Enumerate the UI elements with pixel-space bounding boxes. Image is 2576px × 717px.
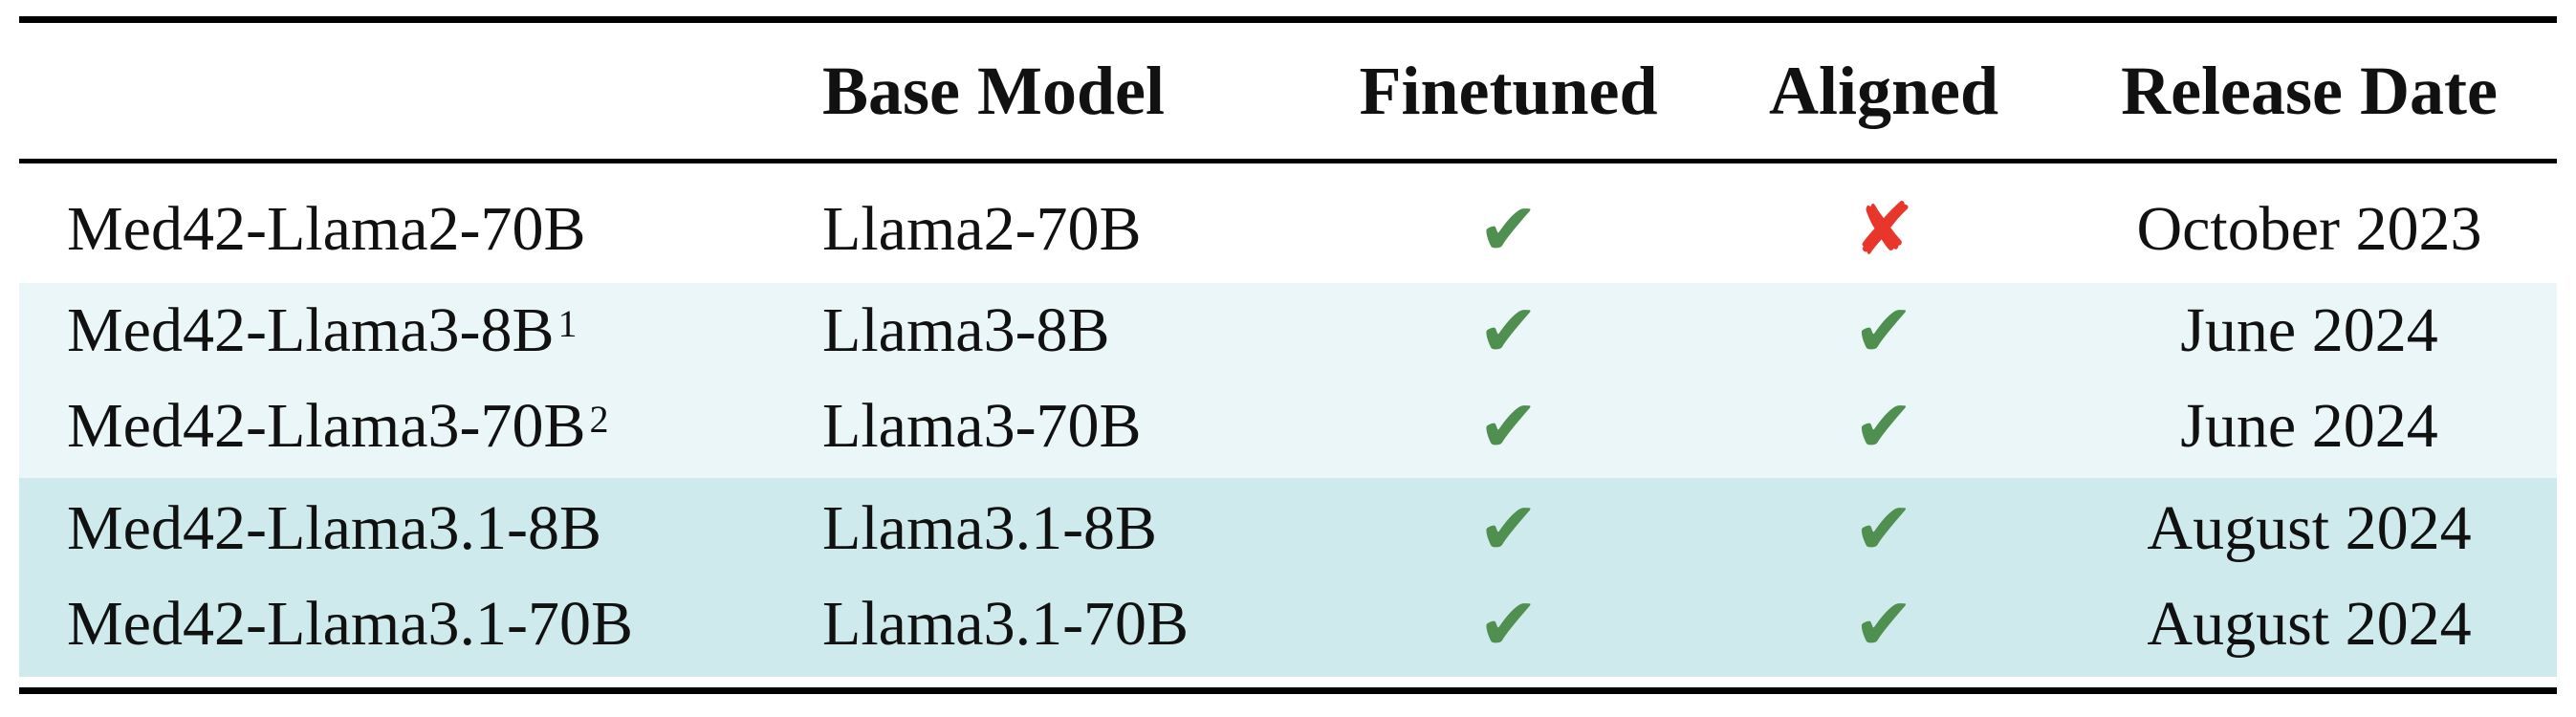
- footnote-marker: 1: [557, 301, 578, 345]
- finetuned-status: ✔: [1339, 182, 1678, 277]
- base-model: Llama2-70B: [822, 194, 1142, 264]
- aligned-status: ✔: [1750, 576, 2018, 672]
- header-release-date: Release Date: [2121, 52, 2498, 129]
- table-row: Med42-Llama2-70B Llama2-70B ✔ ✘ October …: [0, 182, 2576, 277]
- cross-icon: ✘: [1853, 186, 1914, 272]
- table-header: Base Model Finetuned Aligned Release Dat…: [0, 38, 2576, 143]
- release-date: August 2024: [2147, 589, 2472, 659]
- model-name: Med42-Llama3.1-8B: [67, 493, 602, 563]
- release-date: June 2024: [2180, 391, 2438, 461]
- header-rule: [19, 159, 2557, 163]
- check-icon: ✔: [1853, 288, 1914, 373]
- header-aligned: Aligned: [1768, 52, 1999, 129]
- check-icon: ✔: [1477, 288, 1539, 373]
- footnote-marker: 2: [589, 397, 609, 441]
- check-icon: ✔: [1853, 383, 1914, 468]
- finetuned-status: ✔: [1339, 576, 1678, 672]
- bottom-rule: [19, 687, 2557, 694]
- release-date: October 2023: [2136, 194, 2482, 264]
- table-row: Med42-Llama3.1-70B Llama3.1-70B ✔ ✔ Augu…: [0, 576, 2576, 672]
- base-model: Llama3-70B: [822, 391, 1142, 461]
- model-name: Med42-Llama3.1-70B: [67, 589, 634, 659]
- base-model: Llama3.1-70B: [822, 589, 1190, 659]
- table-row: Med42-Llama3.1-8B Llama3.1-8B ✔ ✔ August…: [0, 481, 2576, 576]
- check-icon: ✔: [1477, 486, 1539, 571]
- base-model: Llama3.1-8B: [822, 493, 1158, 563]
- finetuned-status: ✔: [1339, 283, 1678, 379]
- row-group-llama3-1-background: [19, 478, 2557, 677]
- base-model: Llama3-8B: [822, 295, 1110, 365]
- aligned-status: ✘: [1750, 182, 2018, 277]
- check-icon: ✔: [1477, 581, 1539, 666]
- aligned-status: ✔: [1750, 379, 2018, 474]
- aligned-status: ✔: [1750, 283, 2018, 379]
- header-finetuned: Finetuned: [1359, 52, 1658, 129]
- check-icon: ✔: [1477, 186, 1539, 272]
- release-date: June 2024: [2180, 295, 2438, 365]
- row-group-llama3-background: [19, 283, 2557, 478]
- check-icon: ✔: [1477, 383, 1539, 468]
- release-date: August 2024: [2147, 493, 2472, 563]
- header-base-model: Base Model: [822, 52, 1165, 129]
- model-name: Med42-Llama2-70B: [67, 194, 586, 264]
- check-icon: ✔: [1853, 581, 1914, 666]
- finetuned-status: ✔: [1339, 379, 1678, 474]
- check-icon: ✔: [1853, 486, 1914, 571]
- aligned-status: ✔: [1750, 481, 2018, 576]
- header-model: [67, 38, 794, 143]
- finetuned-status: ✔: [1339, 481, 1678, 576]
- top-rule: [19, 16, 2557, 23]
